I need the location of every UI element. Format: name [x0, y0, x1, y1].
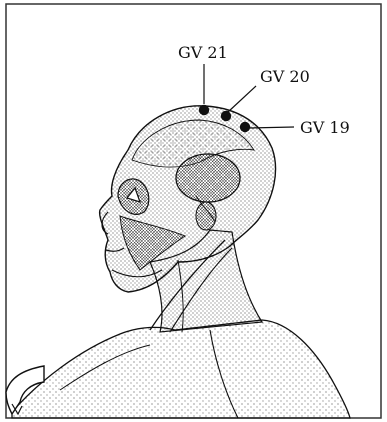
mastoid: [196, 202, 216, 230]
gv20-label: GV 20: [260, 67, 310, 86]
gv19-label: GV 19: [300, 118, 350, 137]
gv19-point: [240, 122, 250, 132]
ear: [176, 154, 240, 202]
gv21-label: GV 21: [178, 43, 228, 62]
gv21-point: [199, 105, 209, 115]
gv20-point: [221, 111, 231, 121]
